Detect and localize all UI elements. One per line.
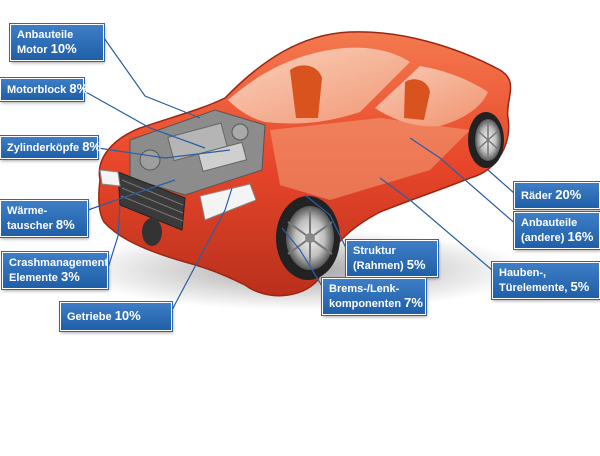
callout-line1: Anbauteile	[521, 217, 578, 229]
leader-line-anbauteile-motor	[103, 37, 201, 119]
grille-slats	[120, 179, 184, 222]
front-wheel-left	[142, 218, 162, 246]
callout-line1: Wärme-	[7, 205, 48, 217]
callout-percent: 16%	[567, 229, 594, 244]
callout-line2: Motorblock	[7, 84, 70, 96]
callout-percent: 5%	[570, 279, 590, 294]
callout-line1: Anbauteile	[17, 29, 74, 41]
callout-percent: 20%	[555, 187, 582, 202]
callout-motorblock: Motorblock 8%	[0, 78, 88, 101]
callout-line2: Motor	[17, 44, 51, 56]
leader-line-getriebe	[171, 187, 233, 311]
headlight	[99, 169, 121, 187]
callout-crashmanagement: Crashmanagement Elemente 3%	[2, 252, 108, 289]
front-wheel	[276, 196, 340, 280]
callout-percent: 7%	[404, 295, 423, 310]
callout-percent: 5%	[406, 257, 426, 272]
leader-line-waermetauscher	[87, 179, 176, 211]
callout-percent: 10%	[50, 41, 77, 56]
callout-anbauteile-motor: Anbauteile Motor 10%	[10, 24, 104, 61]
callout-percent: 8%	[69, 81, 89, 96]
leader-line-crashmanagement	[107, 204, 121, 269]
callout-line2: Zylinderköpfe	[7, 142, 83, 154]
interior-frame	[270, 118, 470, 200]
seat	[290, 65, 322, 118]
callout-line2: Elemente	[9, 272, 61, 284]
callout-line1: Struktur	[353, 245, 396, 257]
callout-anbauteile-andere: Anbauteile (andere) 16%	[514, 212, 600, 249]
callout-zylinderkoepfe: Zylinderköpfe 8%	[0, 136, 101, 159]
leader-line-raeder	[487, 169, 515, 194]
callout-line1: Crashmanagement	[9, 257, 109, 269]
side-window	[375, 66, 488, 127]
callout-line2: komponenten	[329, 298, 405, 310]
callout-line2: (Rahmen)	[353, 260, 407, 272]
callout-hauben-tuerelemente: Hauben-, Türelemente, 5%	[492, 262, 600, 299]
callout-struktur: Struktur (Rahmen) 5%	[346, 240, 438, 277]
callout-line1: Hauben-,	[499, 267, 547, 279]
rear-wheel	[468, 112, 504, 168]
callout-waermetauscher: Wärme- tauscher 8%	[0, 200, 88, 237]
callout-line2: tauscher	[7, 220, 56, 232]
callout-percent: 8%	[82, 139, 101, 154]
leader-line-hauben	[379, 177, 493, 271]
seat	[404, 79, 430, 120]
callout-line1: Brems-/Lenk-	[329, 283, 400, 295]
callout-line2: Türelemente,	[499, 282, 571, 294]
callout-line2: Getriebe	[67, 311, 115, 323]
callout-brems-lenk: Brems-/Lenk- komponenten 7%	[322, 278, 426, 315]
callout-percent: 8%	[55, 217, 75, 232]
leader-line-struktur	[304, 194, 347, 249]
leader-line-brems-lenk	[281, 227, 323, 287]
callout-percent: 3%	[60, 269, 80, 284]
callout-line2: (andere)	[521, 232, 568, 244]
callout-getriebe: Getriebe 10%	[60, 302, 172, 331]
callout-percent: 10%	[114, 308, 141, 323]
leader-line-motorblock	[83, 90, 206, 149]
callout-line2: Räder	[521, 190, 556, 202]
leader-line-anbauteile-andere	[409, 137, 519, 227]
leader-lines	[83, 37, 519, 311]
callout-raeder: Räder 20%	[514, 182, 600, 209]
leader-line-zylinderkoepfe	[97, 147, 231, 159]
